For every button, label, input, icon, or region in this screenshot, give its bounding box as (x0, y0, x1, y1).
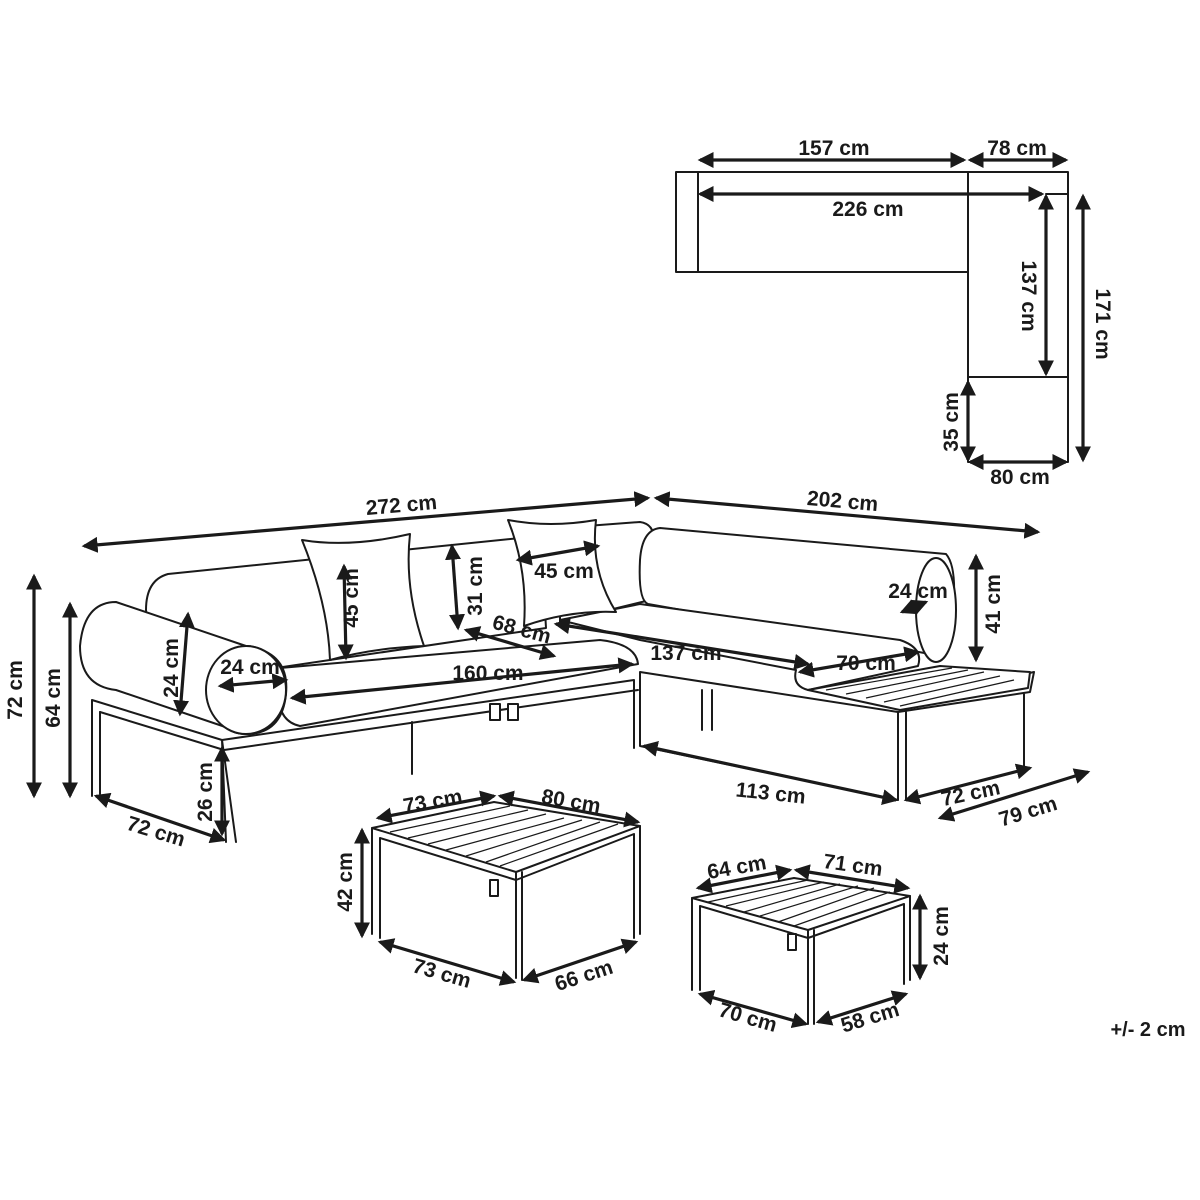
label-70: 70 cm (836, 652, 896, 675)
side-label-24: 24 cm (930, 906, 953, 966)
plan-label-80: 80 cm (990, 466, 1050, 489)
side-table-frame (691, 895, 911, 1025)
arrow-68 (463, 626, 557, 660)
label-26: 26 cm (194, 762, 217, 822)
side-label-64: 64 cm (706, 851, 769, 884)
arrow-202 (653, 491, 1041, 539)
coffee-arrow-66 (521, 938, 639, 984)
label-64: 64 cm (42, 668, 65, 728)
coffee-label-66: 66 cm (552, 956, 616, 996)
side-table: 64 cm 71 cm 24 cm 70 cm 58 cm (691, 850, 953, 1037)
label-41: 41 cm (982, 574, 1005, 634)
plan-label-157: 157 cm (798, 137, 869, 160)
plan-label-171: 171 cm (1091, 288, 1114, 359)
bolster-right (915, 557, 957, 663)
coffee-arrow-73-top (375, 790, 497, 824)
label-72-table: 72 cm (939, 776, 1002, 811)
side-table-slats (825, 667, 1015, 707)
arrow-72-depth (93, 792, 227, 844)
side-label-70: 70 cm (716, 998, 780, 1037)
arrow-113 (641, 741, 899, 805)
plan-label-226: 226 cm (832, 198, 903, 221)
plan-view: 157 cm 78 cm 226 cm 137 cm 171 cm 35 cm … (675, 137, 1114, 489)
tolerance-note: +/- 2 cm (1110, 1019, 1185, 1041)
plan-label-137: 137 cm (1017, 260, 1040, 331)
label-24-bolster-w: 24 cm (220, 656, 280, 679)
label-160: 160 cm (452, 662, 523, 685)
coffee-arrow-80 (497, 790, 641, 828)
coffee-label-42: 42 cm (334, 852, 357, 912)
plan-label-35: 35 cm (940, 392, 963, 452)
arrow-45-left (336, 563, 354, 661)
plan-label-78: 78 cm (987, 137, 1047, 160)
leg-a (489, 703, 501, 721)
label-24-right: 24 cm (888, 580, 948, 603)
arrow-79 (937, 768, 1091, 822)
arrow-70 (797, 646, 921, 678)
leg-b (507, 703, 519, 721)
side-table-leg (787, 933, 797, 951)
arrow-24-bolster-h (173, 611, 195, 717)
side-arrow-70 (697, 990, 809, 1028)
side-arrow-64 (695, 864, 793, 894)
side-arrow-58 (815, 990, 909, 1026)
arrow-45-right (515, 540, 601, 566)
label-31: 31 cm (464, 556, 487, 616)
side-arrow-71 (793, 864, 911, 894)
coffee-table-leg (489, 879, 499, 897)
label-137: 137 cm (650, 642, 721, 665)
arrow-24-bolster-w (217, 673, 289, 693)
coffee-table: 73 cm 80 cm 42 cm 73 cm 66 cm (334, 785, 641, 996)
label-24-bolster-h: 24 cm (160, 638, 183, 698)
arrow-31 (445, 543, 465, 631)
label-113: 113 cm (735, 778, 807, 808)
coffee-table-frame (371, 825, 641, 981)
corner-sofa: 272 cm 202 cm 72 cm 64 cm 24 cm 24 cm 45… (4, 487, 1091, 851)
arrow-272 (81, 491, 651, 553)
label-45-right: 45 cm (534, 560, 594, 583)
arrow-137 (553, 618, 811, 670)
label-45-left: 45 cm (340, 568, 363, 628)
arrow-24-right (899, 599, 929, 615)
coffee-arrow-73-base (377, 938, 517, 986)
label-72-height: 72 cm (4, 660, 27, 720)
